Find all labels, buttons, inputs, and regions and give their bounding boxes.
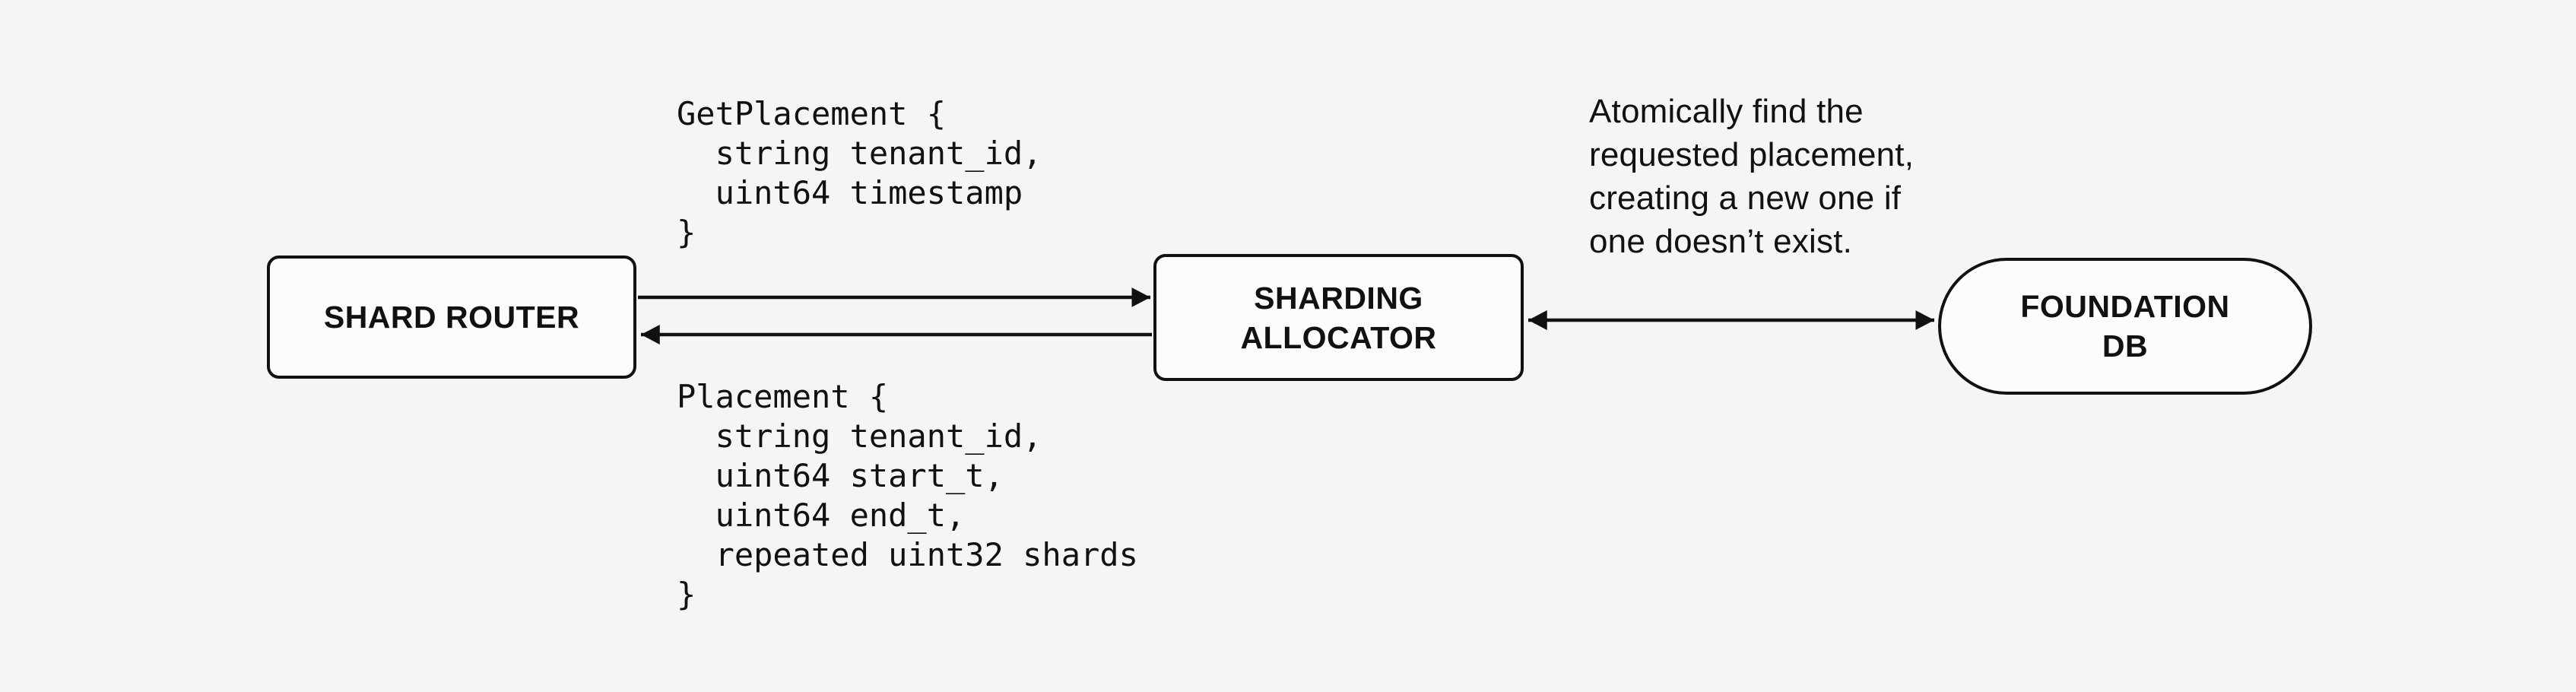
getplacement-message: GetPlacement { string tenant_id, uint64 …	[677, 95, 1042, 251]
node-shard-router: SHARD ROUTER	[267, 256, 636, 379]
node-shard-router-label: SHARD ROUTER	[323, 300, 580, 335]
placement-message: Placement { string tenant_id, uint64 sta…	[677, 378, 1138, 613]
